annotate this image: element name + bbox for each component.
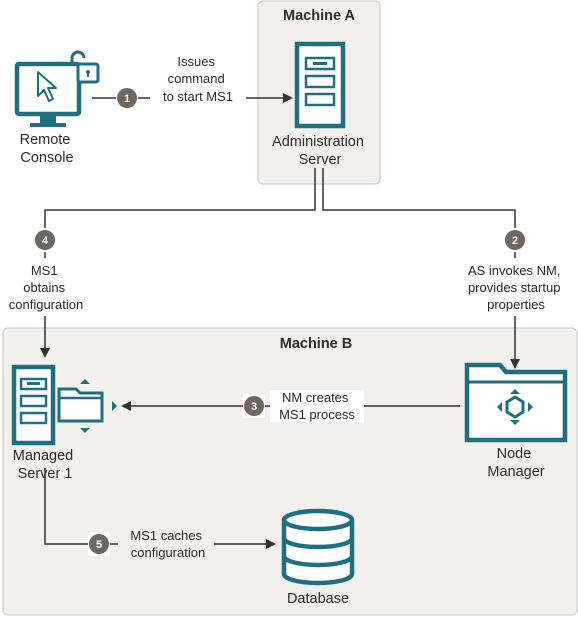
step-4-badge: 4 bbox=[34, 228, 56, 252]
svg-text:1: 1 bbox=[124, 93, 130, 105]
machine-a-title: Machine A bbox=[283, 8, 356, 24]
step-1-badge: 1 bbox=[116, 86, 138, 110]
step-4-label: MS1 obtains configuration bbox=[9, 263, 83, 312]
step-5-badge: 5 bbox=[88, 532, 110, 556]
node-manager-label: Node Manager bbox=[487, 446, 544, 480]
step-3-label: NM creates MS1 process bbox=[279, 390, 355, 422]
admin-server-label: Administration Server bbox=[272, 134, 368, 168]
machine-b-title: Machine B bbox=[280, 336, 353, 352]
database-icon bbox=[281, 508, 355, 586]
svg-text:2: 2 bbox=[512, 235, 518, 247]
managed-server-label: Managed Server 1 bbox=[13, 448, 78, 482]
unlocked-lock-icon bbox=[70, 50, 100, 84]
step-1-label: Issues command to start MS1 bbox=[163, 54, 233, 104]
step-5-label: MS1 caches configuration bbox=[130, 528, 205, 560]
server-icon bbox=[294, 41, 346, 129]
folder-icon bbox=[57, 379, 117, 433]
step-2-badge: 2 bbox=[504, 228, 526, 252]
monitor-icon bbox=[14, 61, 82, 127]
remote-console-label: Remote Console bbox=[20, 132, 75, 166]
step-2-label: AS invokes NM, provides startup properti… bbox=[468, 263, 564, 312]
managed-server-icon bbox=[11, 364, 56, 446]
svg-text:4: 4 bbox=[42, 235, 49, 247]
step-3-badge: 3 bbox=[243, 394, 265, 418]
svg-text:5: 5 bbox=[96, 539, 102, 551]
svg-text:3: 3 bbox=[251, 401, 257, 413]
database-label: Database bbox=[287, 591, 349, 607]
node-manager-icon bbox=[464, 362, 568, 443]
